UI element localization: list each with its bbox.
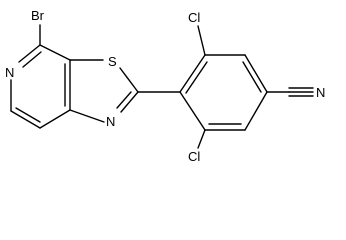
chlorine-bottom-label: Cl bbox=[188, 149, 200, 164]
bond-c4-c5 bbox=[10, 110, 41, 129]
bond-c3a-c4 bbox=[39, 109, 71, 129]
thiazole-nitrogen-label: N bbox=[106, 114, 115, 129]
bromine-label: Br bbox=[31, 8, 45, 23]
bond-c3-c4prime-inner bbox=[242, 61, 262, 93]
molecule-structure: Br N S N Cl Cl N bbox=[5, 8, 325, 164]
bond-c6prime-cl bbox=[197, 129, 206, 149]
bond-c2prime-cl bbox=[197, 25, 206, 56]
nitrile-nitrogen-label: N bbox=[316, 85, 325, 100]
bond-n6-c7-inner bbox=[22, 51, 42, 68]
bond-c2-n3-inner bbox=[116, 91, 132, 109]
bond-n3-c3a bbox=[69, 109, 105, 123]
bond-c3-c4prime bbox=[244, 54, 268, 93]
bond-c7-c7a bbox=[39, 44, 71, 61]
bond-c1-c2prime-inner bbox=[185, 61, 208, 94]
bond-s-c2 bbox=[119, 67, 139, 93]
bond-c4-c5prime bbox=[244, 91, 268, 131]
pyridine-nitrogen-label: N bbox=[5, 65, 14, 80]
bond-c2-n3 bbox=[120, 91, 139, 113]
bond-c1-c2prime bbox=[179, 54, 206, 93]
bond-n6-c7 bbox=[18, 44, 41, 63]
bond-c4-c5-inner bbox=[15, 107, 41, 123]
bond-c6-c1prime bbox=[179, 91, 206, 131]
structure-canvas: Br N S N Cl Cl N bbox=[5, 8, 325, 164]
sulfur-label: S bbox=[108, 54, 117, 69]
chlorine-top-label: Cl bbox=[188, 10, 200, 25]
